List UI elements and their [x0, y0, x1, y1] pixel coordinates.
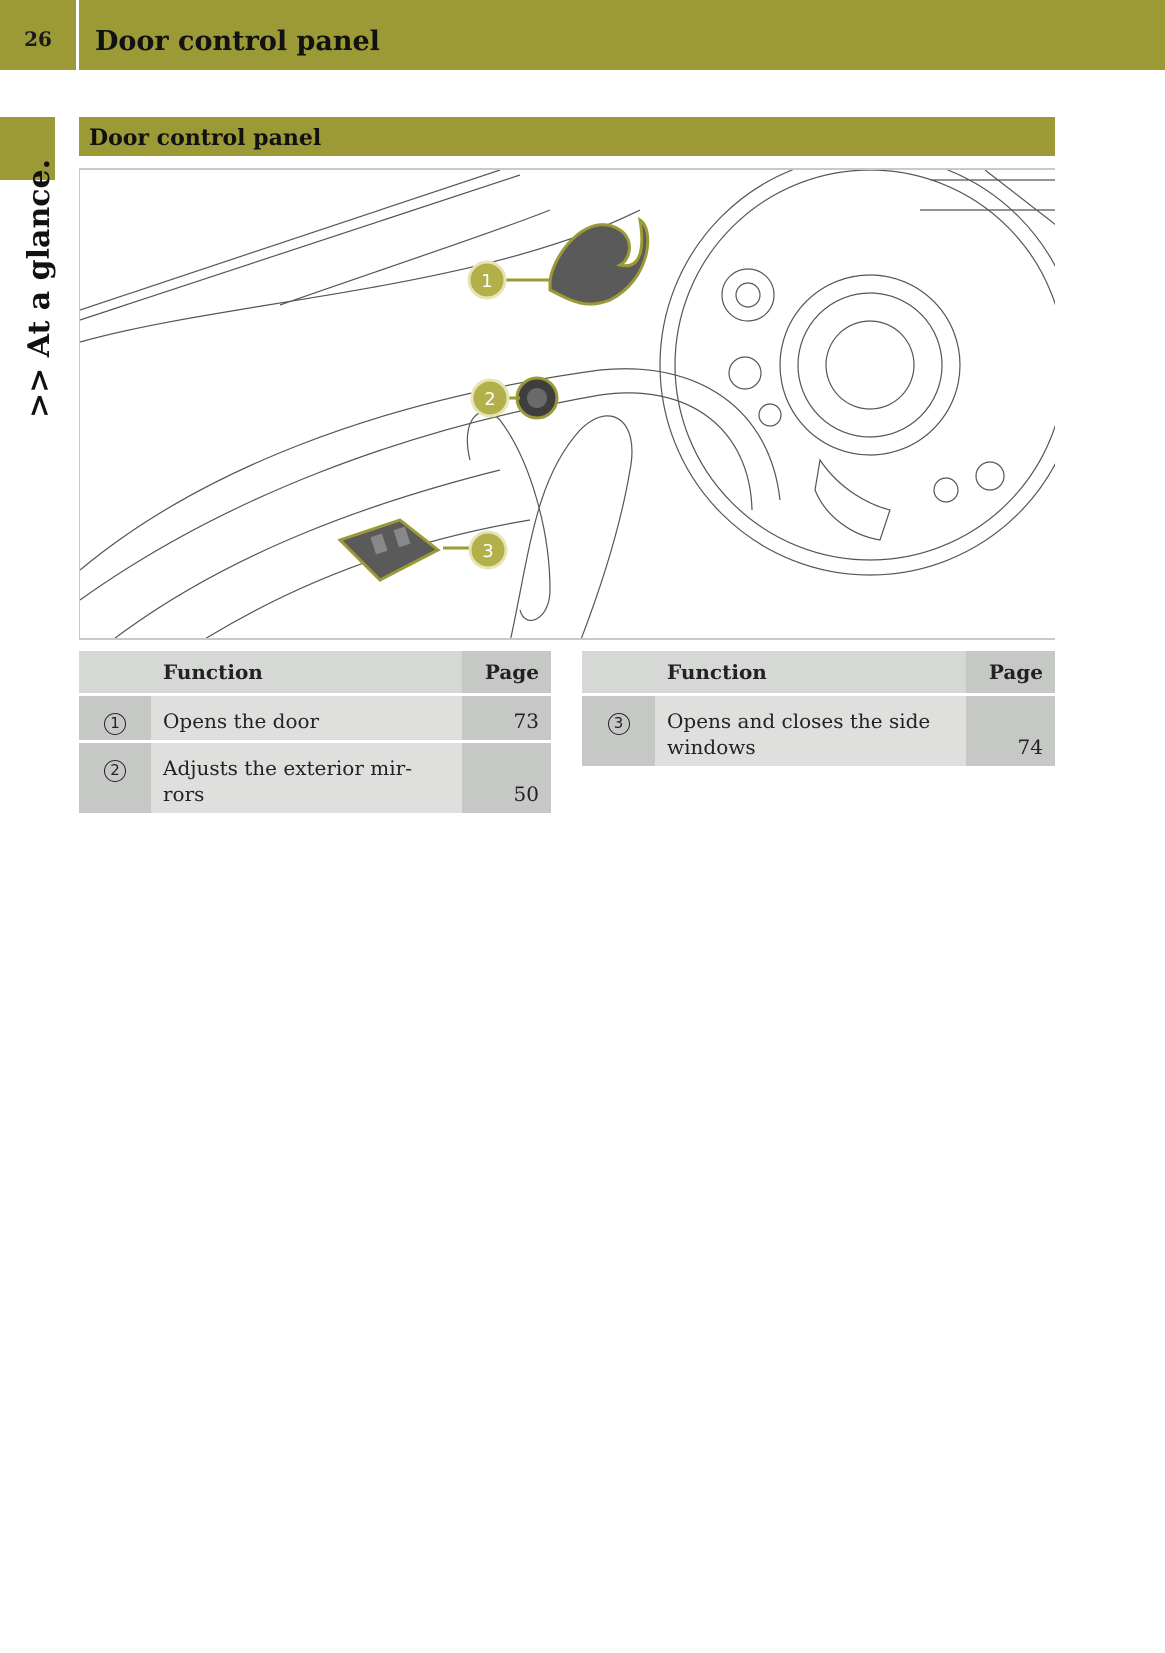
function-text: Adjusts the exterior mir-rors	[151, 743, 462, 816]
table-row: 1 Opens the door 73	[79, 696, 551, 743]
num-header	[79, 651, 151, 696]
section-title: Door control panel	[89, 125, 322, 151]
item-number: 3	[607, 712, 630, 735]
page-ref: 73	[462, 696, 551, 743]
function-header: Function	[151, 651, 462, 696]
function-text: Opens the door	[151, 696, 462, 743]
page-ref: 74	[966, 696, 1055, 769]
table-row: 2 Adjusts the exterior mir-rors 50	[79, 743, 551, 816]
item-number: 1	[104, 712, 126, 735]
function-table-left: Function Page 1 Opens the door 73 2 Adju…	[79, 651, 551, 816]
svg-text:2: 2	[484, 389, 495, 410]
function-table-right: Function Page 3 Opens and closes the sid…	[582, 651, 1055, 769]
section-header: Door control panel	[79, 117, 1055, 156]
page-title: Door control panel	[95, 26, 380, 57]
header-bar	[0, 0, 1165, 70]
table-header-row: Function Page	[582, 651, 1055, 696]
page-number: 26	[24, 27, 52, 51]
table-header-row: Function Page	[79, 651, 551, 696]
side-tab-marker	[0, 117, 55, 180]
item-number: 2	[104, 759, 126, 782]
callout-3: 3	[468, 530, 508, 570]
svg-text:1: 1	[481, 271, 492, 292]
page-header: Page	[462, 651, 551, 696]
num-header	[582, 651, 655, 696]
door-panel-drawing: 1 2 3	[80, 170, 1055, 638]
callout-1: 1	[467, 260, 507, 300]
page-header: Page	[966, 651, 1055, 696]
svg-text:3: 3	[482, 541, 493, 562]
page-ref: 50	[462, 743, 551, 816]
door-panel-illustration: 1 2 3	[79, 168, 1055, 640]
header-divider	[76, 0, 79, 70]
function-header: Function	[655, 651, 966, 696]
callout-2: 2	[470, 378, 510, 418]
side-tab-label: >> At a glance.	[22, 158, 57, 418]
